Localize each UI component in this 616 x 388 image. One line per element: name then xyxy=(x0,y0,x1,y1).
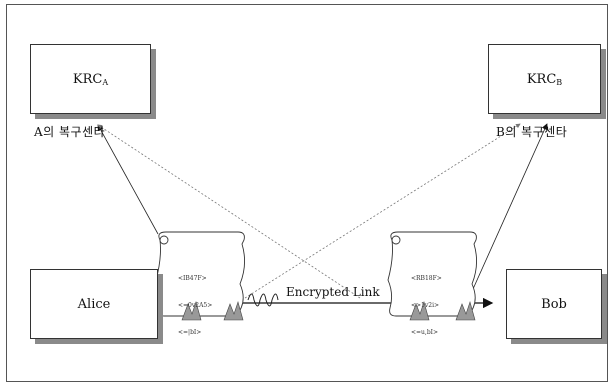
scroll-line: <=u,bI> xyxy=(411,328,442,337)
alice-box: Alice xyxy=(30,269,158,339)
encrypted-link-label: Encrypted Link xyxy=(286,285,380,299)
krc-a-caption: A의 복구센타 xyxy=(34,123,105,140)
alice-label: Alice xyxy=(78,297,111,312)
right-scroll-text: <RB18F> <>1v2i> <=u,bI> xyxy=(411,256,442,346)
krc-b-caption: B의 복구센타 xyxy=(496,123,567,140)
krc-b-label: KRC xyxy=(527,72,556,87)
left-scroll-text: <IB47F> <=0v2A5> <=|bI> xyxy=(178,256,212,346)
bob-box: Bob xyxy=(506,269,602,339)
scroll-line: <IB47F> xyxy=(178,274,212,283)
scroll-line: <=|bI> xyxy=(178,328,212,337)
bob-label: Bob xyxy=(541,297,567,312)
left-scroll-icon xyxy=(156,232,278,320)
krc-a-label: KRC xyxy=(73,72,102,87)
arrow-left-scroll-to-krc-b xyxy=(245,124,520,298)
scroll-line: <>1v2i> xyxy=(411,301,442,310)
krc-b-subscript: B xyxy=(556,78,562,87)
krc-a-subscript: A xyxy=(102,78,108,87)
arrow-left-scroll-to-krc-a xyxy=(98,125,158,234)
scroll-line: <=0v2A5> xyxy=(178,301,212,310)
scroll-line: <RB18F> xyxy=(411,274,442,283)
